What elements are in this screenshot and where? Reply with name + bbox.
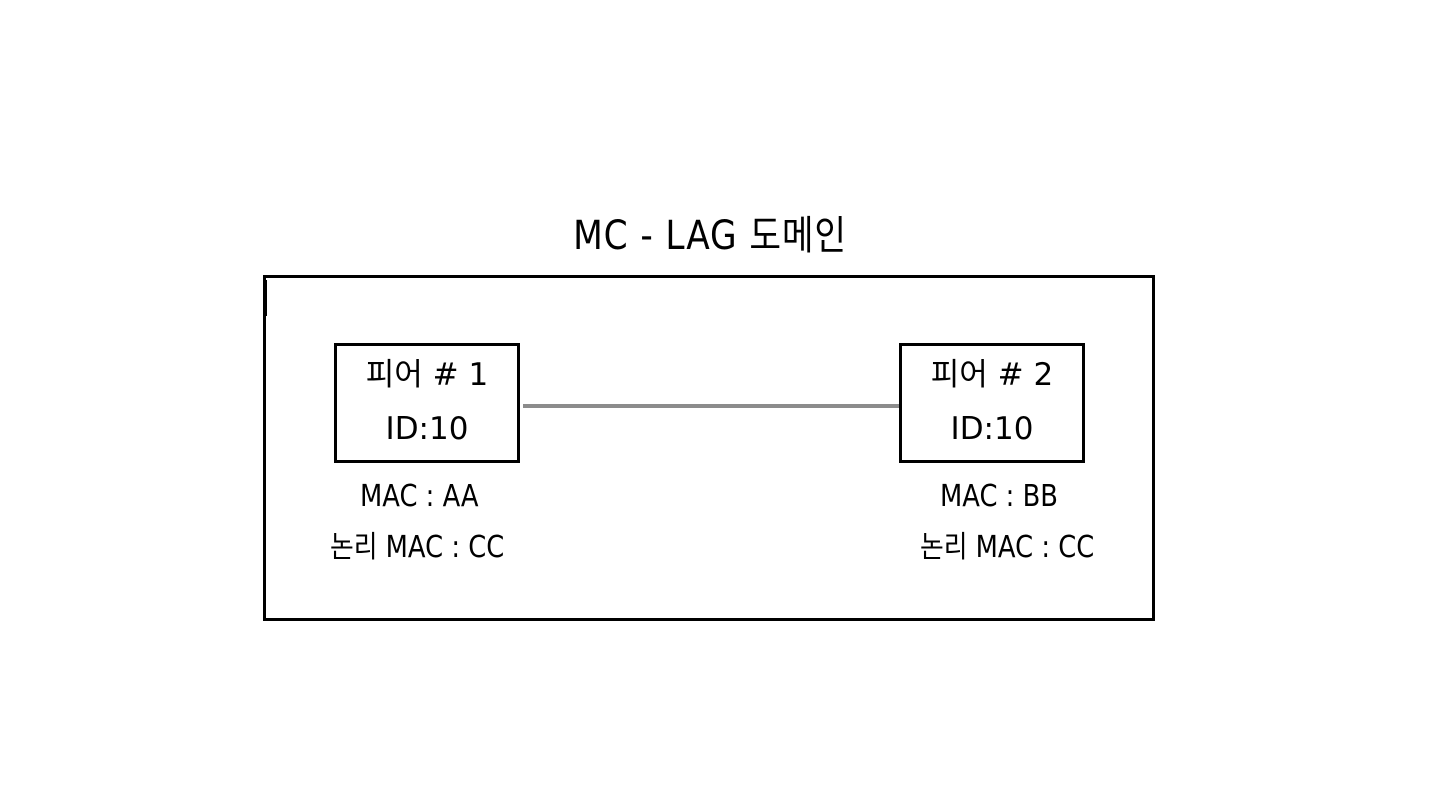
domain-box-corner-tick (265, 280, 267, 316)
peer-1-logical-mac-label: 논리 MAC : CC (330, 530, 505, 565)
peer-link (523, 404, 899, 408)
peer-1-id: ID:10 (385, 411, 469, 447)
peer-2-mac-label: MAC : BB (940, 479, 1058, 514)
peer-1-box: 피어 # 1 ID:10 (334, 343, 520, 463)
peer-1-name: 피어 # 1 (365, 357, 489, 393)
peer-2-box: 피어 # 2 ID:10 (899, 343, 1085, 463)
peer-2-logical-mac-label: 논리 MAC : CC (920, 530, 1095, 565)
peer-2-id: ID:10 (950, 411, 1034, 447)
diagram-title: MC - LAG 도메인 (573, 213, 847, 259)
peer-1-mac-label: MAC : AA (360, 479, 479, 514)
mc-lag-domain-box (263, 275, 1155, 621)
peer-2-name: 피어 # 2 (930, 357, 1054, 393)
